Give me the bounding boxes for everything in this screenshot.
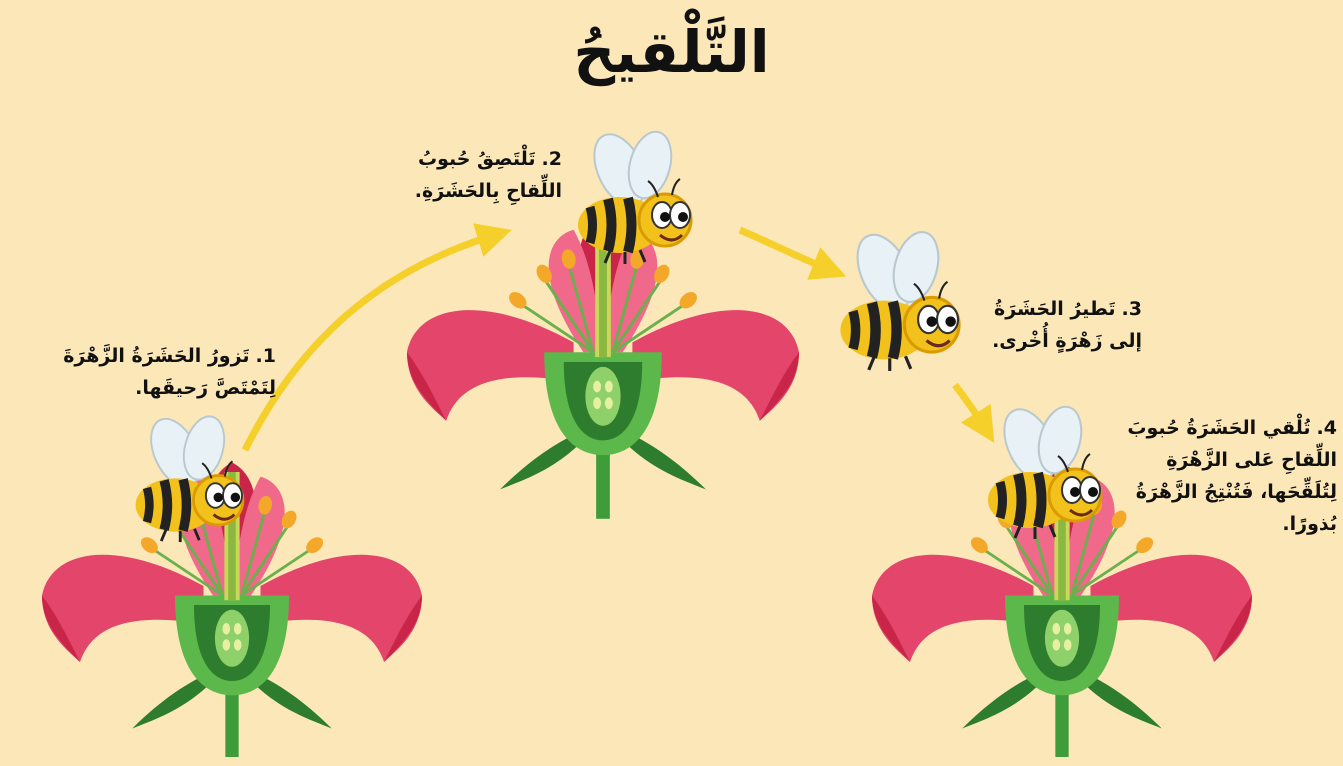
step-text: تَزورُ الحَشَرَةُ الزَّهْرَةَ — [63, 345, 249, 367]
step-text: بُذورًا. — [1115, 508, 1337, 540]
bee-icon — [988, 401, 1101, 539]
step-number: 3. — [1122, 298, 1142, 320]
step-1: 1. تَزورُ الحَشَرَةُ الزَّهْرَةَ لِتَمْتَ… — [56, 340, 276, 404]
step-text: تَلْتَصِقُ حُبوبُ — [418, 148, 536, 170]
bee-icon — [136, 411, 243, 542]
step-text: لِتُلَقِّحَها، فَتُنْتِجُ الزَّهْرَةُ — [1115, 476, 1337, 508]
step-text: لِتَمْتَصَّ رَحيقَها. — [56, 372, 276, 404]
step-number: 2. — [542, 148, 562, 170]
flower-icon — [407, 215, 799, 519]
step-text: اللِّقاحِ بِالحَشَرَةِ. — [362, 175, 562, 207]
step-3: 3. تَطيرُ الحَشَرَةُ إلى زَهْرَةٍ أُخْرى. — [970, 293, 1142, 357]
arrow-icon — [740, 230, 830, 270]
arrow-icon — [955, 385, 985, 428]
page-title: التَّلْقيحُ — [0, 18, 1343, 86]
step-text: تُلْقي الحَشَرَةُ حُبوبَ — [1127, 417, 1310, 439]
step-text: اللِّقاحِ عَلى الزَّهْرَةِ — [1115, 444, 1337, 476]
step-number: 1. — [256, 345, 276, 367]
step-text: إلى زَهْرَةٍ أُخْرى. — [970, 325, 1142, 357]
bee-icon — [840, 226, 959, 371]
step-2: 2. تَلْتَصِقُ حُبوبُ اللِّقاحِ بِالحَشَرَ… — [362, 143, 562, 207]
step-4: 4. تُلْقي الحَشَرَةُ حُبوبَ اللِّقاحِ عَل… — [1115, 412, 1337, 540]
step-number: 4. — [1317, 417, 1337, 439]
step-text: تَطيرُ الحَشَرَةُ — [994, 298, 1116, 320]
bee-icon — [578, 126, 691, 264]
